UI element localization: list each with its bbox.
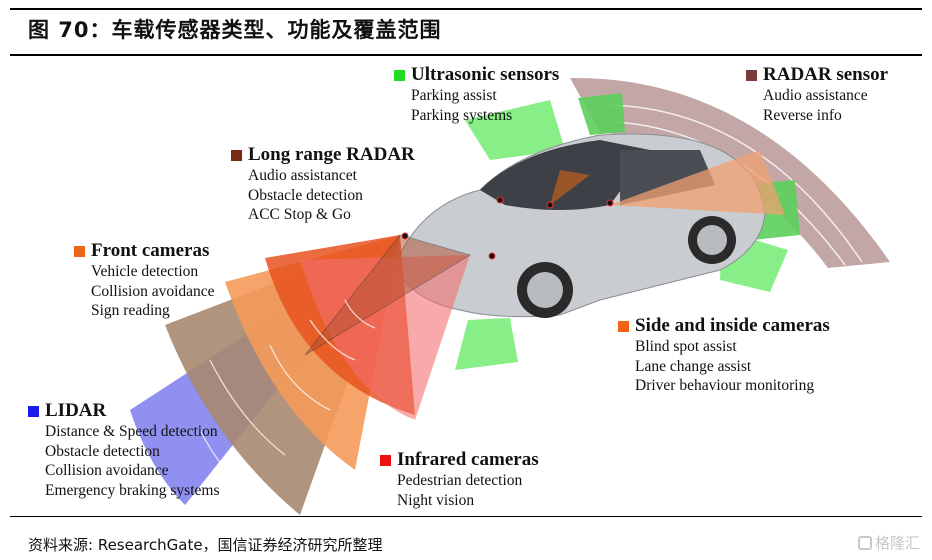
sensor-point-front — [401, 232, 409, 240]
legend-title: LIDAR — [45, 400, 107, 421]
inside-camera-coverage-zone — [550, 170, 590, 205]
radar-wave-arc — [609, 104, 863, 263]
sensor-point-windshield — [496, 196, 504, 204]
watermark-text: 格隆汇 — [875, 534, 921, 552]
infrared-camera-zone — [300, 255, 470, 420]
legend-item: Distance & Speed detection — [45, 423, 218, 440]
radar-beam — [304, 234, 471, 356]
figure-title: 图 70：车载传感器类型、功能及覆盖范围 — [28, 18, 442, 42]
legend-item: Reverse info — [763, 106, 842, 124]
ultrasonic-swatch-icon — [394, 69, 405, 81]
legend-infrared-cameras: Infrared cameras Pedestrian detection Ni… — [380, 449, 539, 510]
legend-item: Audio assistance — [763, 87, 868, 104]
front-cameras-swatch-icon — [74, 245, 85, 257]
sensor-point-mirror — [606, 199, 614, 207]
legend-item: Driver behaviour monitoring — [635, 377, 815, 394]
legend-item: Collision avoidance — [91, 282, 215, 300]
legend-item: Blind spot assist — [635, 338, 737, 355]
legend-front-cameras: Front cameras Vehicle detection Collisio… — [74, 240, 215, 321]
legend-item: Parking assist — [411, 87, 497, 104]
sensor-coverage-diagram — [130, 77, 890, 515]
side-cameras-swatch-icon — [618, 320, 629, 332]
legend-item: Lane change assist — [635, 357, 752, 375]
bottom-rule — [10, 516, 922, 517]
infrared-swatch-icon — [380, 454, 391, 466]
ultrasonic-zone-front-top — [465, 100, 565, 160]
legend-title: Ultrasonic sensors — [411, 64, 560, 85]
title-rule — [10, 54, 922, 56]
watermark: 格隆汇 — [858, 532, 920, 553]
source-note: 资料来源: ResearchGate，国信证券经济研究所整理 — [28, 536, 383, 554]
legend-item: Vehicle detection — [91, 263, 199, 280]
legend-item: Sign reading — [91, 302, 170, 319]
lidar-wave-arcs — [199, 299, 376, 501]
legend-title: RADAR sensor — [763, 64, 889, 85]
long-range-radar-swatch-icon — [231, 149, 242, 161]
watermark-logo-icon — [858, 535, 872, 550]
top-rule — [10, 8, 922, 10]
legend-title: Side and inside cameras — [635, 315, 830, 336]
radar-swatch-icon — [746, 69, 757, 81]
sensor-point-inside — [546, 201, 554, 209]
legend-item: Obstacle detection — [45, 442, 160, 460]
legend-item: ACC Stop & Go — [248, 206, 351, 223]
legend-item: Parking systems — [411, 106, 513, 124]
legend-title: Front cameras — [91, 240, 210, 261]
legend-radar: RADAR sensor Audio assistance Reverse in… — [746, 64, 888, 125]
side-camera-coverage-zone — [610, 150, 785, 215]
legend-item: Obstacle detection — [248, 186, 363, 204]
legend-item: Emergency braking systems — [45, 481, 220, 499]
ultrasonic-zone-front-low — [455, 318, 518, 370]
sensor-point-headlight — [488, 252, 496, 260]
lidar-swatch-icon — [28, 405, 39, 417]
legend-ultrasonic: Ultrasonic sensors Parking assist Parkin… — [394, 64, 559, 125]
legend-item: Audio assistancet — [248, 167, 357, 184]
legend-item: Night vision — [397, 491, 475, 509]
legend-title: Long range RADAR — [248, 144, 415, 165]
legend-item: Collision avoidance — [45, 462, 169, 479]
legend-lidar: LIDAR Distance & Speed detection Obstacl… — [28, 400, 219, 500]
legend-item: Pedestrian detection — [397, 472, 523, 489]
legend-long-range-radar: Long range RADAR Audio assistancet Obsta… — [231, 144, 415, 225]
legend-title: Infrared cameras — [397, 449, 539, 470]
legend-side-inside-cameras: Side and inside cameras Blind spot assis… — [618, 315, 830, 396]
ultrasonic-zone-rear-top — [578, 93, 625, 135]
